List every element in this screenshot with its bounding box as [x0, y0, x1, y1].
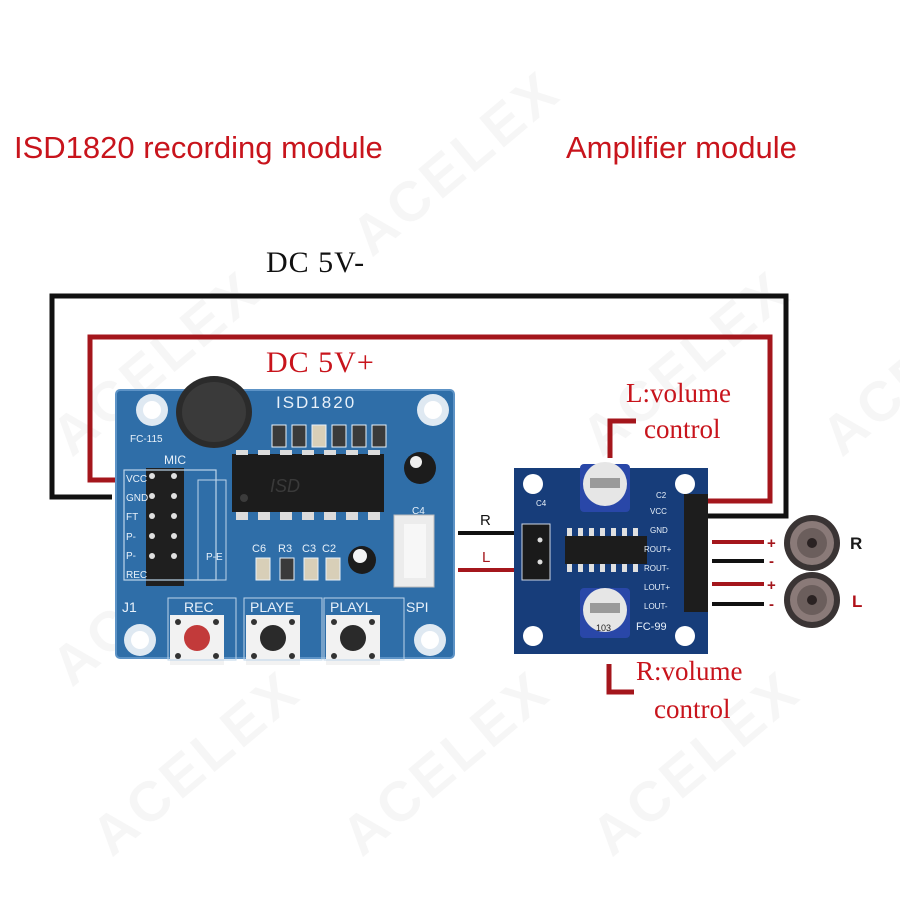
right-volume-label-line1: R:volume [636, 656, 743, 686]
signal-right-label: R [480, 512, 491, 529]
pe-label: P-E [206, 552, 223, 563]
right-volume-label-line2: control [654, 694, 731, 724]
recording-module-title: ISD1820 recording module [14, 130, 383, 165]
signal-left-label: L [482, 549, 490, 566]
right-volume-bracket [606, 664, 634, 695]
mounting-hole [523, 474, 543, 494]
wire-dc-positive [87, 334, 773, 504]
left-volume-bracket [607, 418, 636, 458]
right-volume-potentiometer [580, 588, 630, 638]
header-pin-label: REC [126, 570, 147, 581]
isd1820-board: ISD1820 FC-115 MIC ISD VCC GND FT P- P- … [115, 376, 455, 665]
mic-label: MIC [164, 453, 186, 467]
component-label: C4 [536, 499, 547, 508]
left-volume-potentiometer [580, 462, 630, 512]
output-pin-label: ROUT+ [644, 545, 672, 554]
header-pin-label: VCC [126, 474, 147, 485]
board-code-label: FC-115 [130, 434, 163, 445]
spi-label: SPI [406, 599, 429, 615]
input-header [521, 523, 551, 581]
speaker-left-label: L [852, 592, 862, 611]
chip-marking: ISD [270, 476, 300, 496]
component-label: C6 [252, 543, 266, 555]
header-pin-label: FT [126, 512, 138, 523]
component-label: C3 [302, 543, 316, 555]
electrolytic-capacitor [404, 452, 436, 484]
output-header [684, 494, 708, 612]
button-playl-label: PLAYL [330, 599, 373, 615]
left-volume-label-line1: L:volume [626, 378, 731, 408]
output-pin-label: ROUT- [644, 564, 669, 573]
chip-name-label: ISD1820 [276, 393, 356, 412]
header-name-label: J1 [122, 599, 137, 615]
wire-dc-negative [49, 293, 789, 519]
mounting-hole [675, 626, 695, 646]
smd-components-top [271, 424, 387, 448]
button-rec-label: REC [184, 599, 214, 615]
rout-minus-sign: - [769, 553, 774, 570]
output-pin-label: LOUT+ [644, 583, 670, 592]
amplifier-board: 103 VCC GND ROUT+ ROUT- LOUT+ LOUT- FC-9… [514, 462, 708, 654]
left-volume-label-line2: control [644, 414, 721, 444]
dc-negative-label: DC 5V- [266, 246, 366, 279]
lout-minus-sign: - [769, 596, 774, 613]
button-rec [170, 615, 224, 665]
speaker-left [784, 572, 840, 628]
component-label: R3 [278, 543, 292, 555]
amplifier-module-title: Amplifier module [566, 130, 797, 165]
output-pin-label: VCC [650, 507, 667, 516]
header-pin-label: P- [126, 551, 136, 562]
header-pin-label: P- [126, 532, 136, 543]
smd-components-bottom [255, 557, 341, 581]
header-pin-label: GND [126, 493, 148, 504]
output-pin-label: GND [650, 526, 668, 535]
component-label: C2 [322, 543, 336, 555]
dc-positive-label: DC 5V+ [266, 346, 375, 379]
button-playl [326, 615, 380, 665]
lout-plus-sign: + [767, 577, 776, 594]
speaker-right [784, 515, 840, 571]
isd1820-chip [232, 454, 384, 512]
pot-marking: 103 [596, 623, 611, 633]
button-playe-label: PLAYE [250, 599, 294, 615]
jumper-header [146, 468, 184, 586]
mounting-hole [523, 626, 543, 646]
mounting-hole [675, 474, 695, 494]
rout-plus-sign: + [767, 535, 776, 552]
speaker-right-label: R [850, 534, 862, 553]
board-code-label: FC-99 [636, 621, 667, 633]
output-pin-label: LOUT- [644, 602, 668, 611]
amplifier-chip [565, 536, 647, 564]
component-label: C4 [412, 506, 425, 517]
component-label: C2 [656, 491, 667, 500]
button-playe [246, 615, 300, 665]
